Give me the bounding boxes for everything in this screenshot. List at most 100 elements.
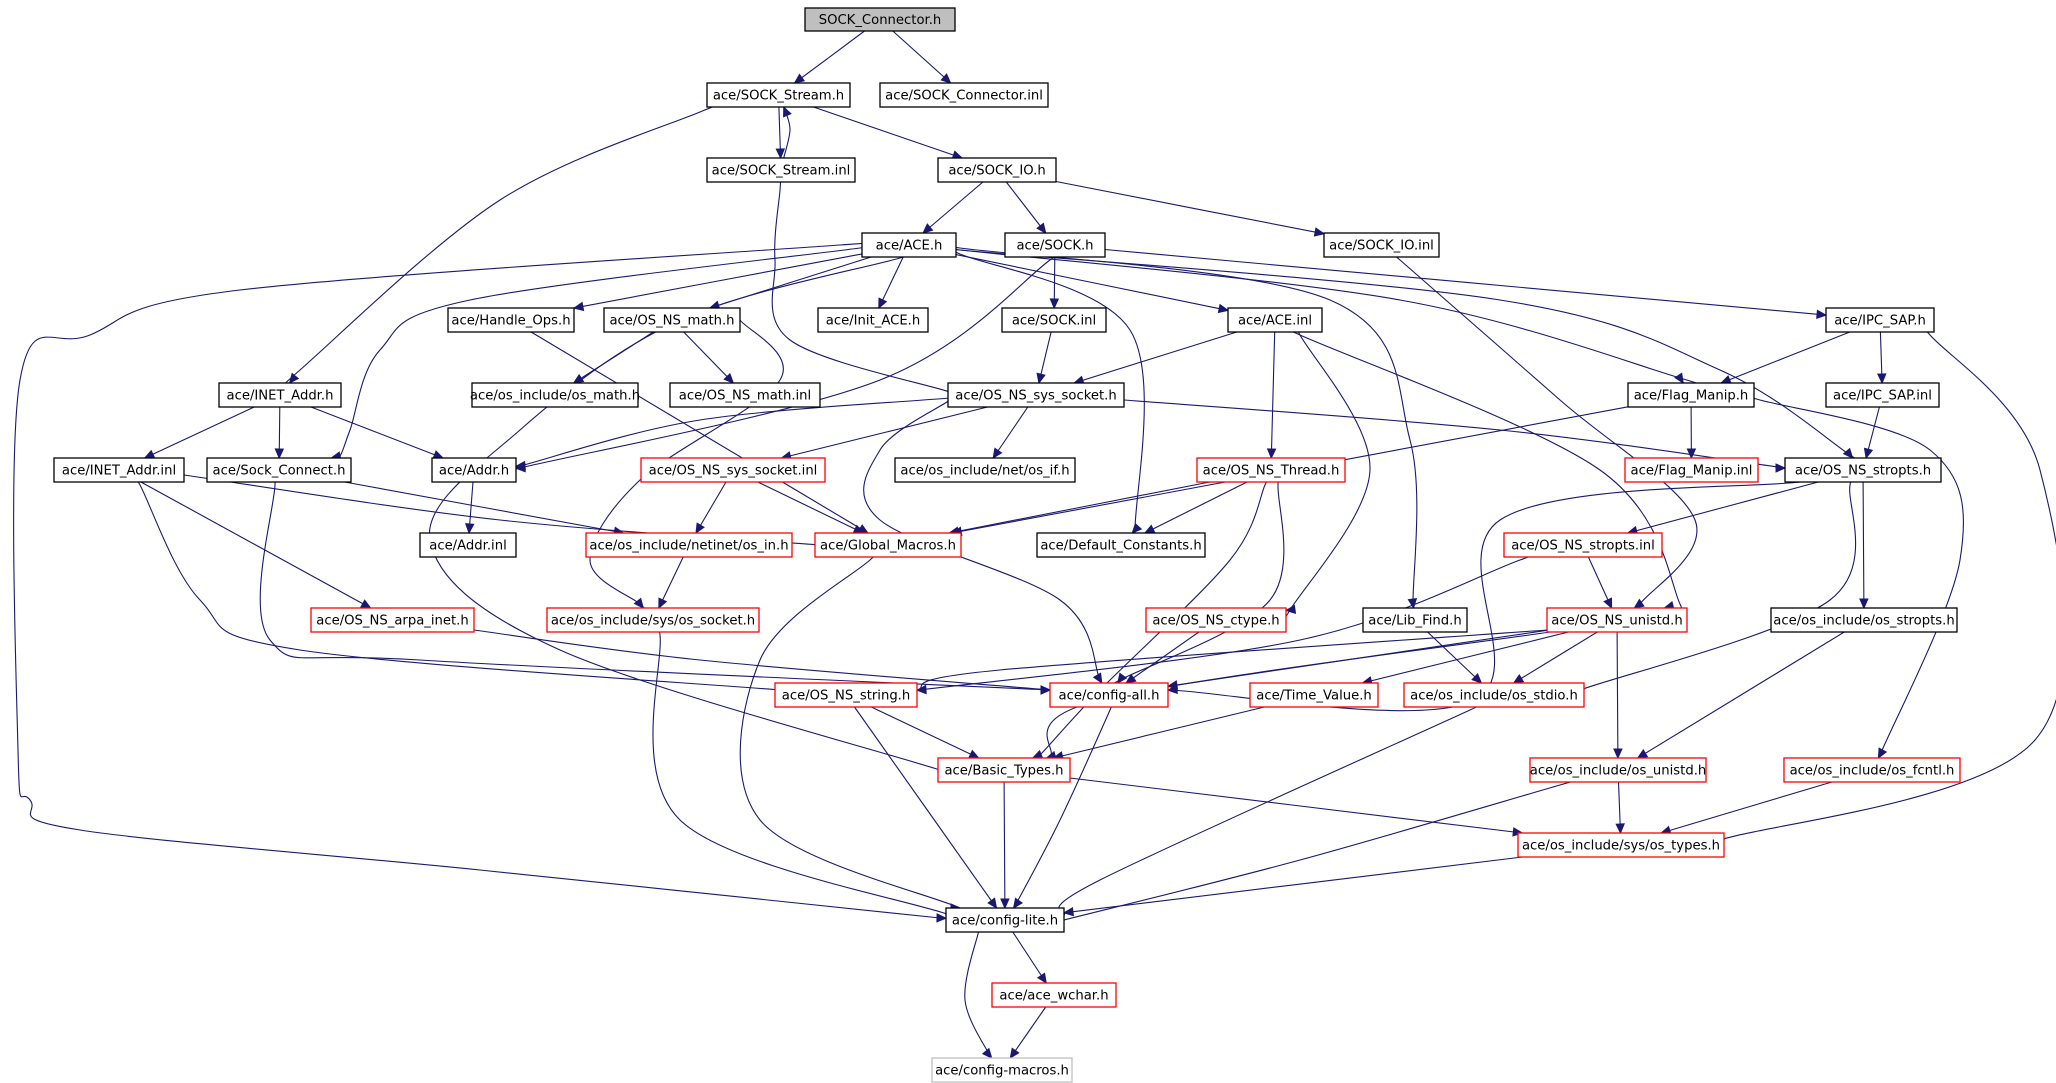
edge-OS_NS_sys_socket_h-to-OS_NS_sys_socket_inl	[780, 406, 988, 461]
edge-arrowhead	[1217, 303, 1230, 314]
edge-arrowhead	[1092, 672, 1103, 685]
node-box	[1004, 232, 1106, 258]
node-os-ns-unistd-h[interactable]: ace/OS_NS_unistd.h	[1546, 607, 1688, 633]
node-label: ace/SOCK_Stream.inl	[712, 164, 851, 179]
edge-arrowhead	[274, 448, 285, 460]
node-box	[1036, 532, 1206, 558]
node-label: ace/ace_wchar.h	[999, 989, 1108, 1004]
edge-Basic_Types_h-to-config_lite_h	[1000, 781, 1010, 910]
edge-arrowhead	[775, 148, 786, 160]
node-init-ace-h[interactable]: ace/Init_ACE.h	[817, 307, 929, 333]
node-sock-io-inl[interactable]: ace/SOCK_IO.inl	[1323, 232, 1440, 258]
edge-Time_Value_h-to-Basic_Types_h	[1052, 706, 1265, 761]
edge-arrowhead	[1049, 298, 1060, 310]
node-lib-find-h[interactable]: ace/Lib_Find.h	[1362, 607, 1468, 633]
edge-arrowhead	[1009, 1047, 1020, 1060]
node-time-value-h[interactable]: ace/Time_Value.h	[1249, 682, 1379, 708]
edge-arrowhead	[936, 913, 948, 923]
node-default-constants-h[interactable]: ace/Default_Constants.h	[1036, 532, 1206, 558]
node-box	[879, 82, 1049, 108]
node-label: ace/os_include/os_stdio.h	[1410, 689, 1578, 704]
node-handle-ops-h[interactable]: ace/Handle_Ops.h	[447, 307, 575, 333]
node-flag-manip-h[interactable]: ace/Flag_Manip.h	[1627, 382, 1755, 408]
node-box	[585, 532, 793, 558]
node-os-math-h[interactable]: ace/os_include/os_math.h	[470, 382, 640, 408]
node-label: ace/Flag_Manip.inl	[1631, 464, 1753, 479]
node-os-socket-h[interactable]: ace/os_include/sys/os_socket.h	[546, 607, 760, 633]
node-basic-types-h[interactable]: ace/Basic_Types.h	[937, 757, 1071, 783]
edge-ACE_inl-to-OS_NS_Thread_h	[1266, 331, 1277, 460]
edge-line	[331, 243, 891, 460]
node-label: ace/Flag_Manip.h	[1634, 389, 1749, 404]
node-sock-stream-inl[interactable]: ace/SOCK_Stream.inl	[706, 157, 856, 183]
node-os-ns-thread-h[interactable]: ace/OS_NS_Thread.h	[1196, 457, 1346, 483]
node-box	[1624, 457, 1759, 483]
node-label: ace/INET_Addr.inl	[62, 464, 176, 479]
edge-line	[1046, 777, 1584, 925]
node-os-unistd-h[interactable]: ace/os_include/os_unistd.h	[1529, 757, 1707, 783]
node-os-types-h[interactable]: ace/os_include/sys/os_types.h	[1517, 832, 1725, 858]
edge-OS_NS_sys_socket_h-to-os_if_h	[992, 406, 1029, 460]
node-inet-addr-inl[interactable]: ace/INET_Addr.inl	[53, 457, 185, 483]
node-addr-h[interactable]: ace/Addr.h	[431, 457, 517, 483]
node-config-all-h[interactable]: ace/config-all.h	[1049, 682, 1169, 708]
edge-line	[771, 181, 962, 397]
edge-Global_Macros_h-to-config_lite_h	[739, 551, 976, 916]
node-os-ns-arpa-inet-h[interactable]: ace/OS_NS_arpa_inet.h	[310, 607, 475, 633]
edge-OS_NS_unistd_h-to-Time_Value_h	[1361, 631, 1569, 686]
node-os-ns-stropts-h[interactable]: ace/OS_NS_stropts.h	[1784, 457, 1942, 483]
node-ace-inl[interactable]: ace/ACE.inl	[1227, 307, 1323, 333]
node-ace-wchar-h[interactable]: ace/ace_wchar.h	[991, 982, 1117, 1008]
node-box	[1403, 682, 1585, 708]
edge-arrowhead	[1720, 375, 1732, 384]
node-ace-h[interactable]: ace/ACE.h	[861, 232, 957, 258]
node-box	[991, 982, 1117, 1008]
node-os-stropts-h[interactable]: ace/os_include/os_stropts.h	[1770, 607, 1958, 633]
node-os-ns-ctype-h[interactable]: ace/OS_NS_ctype.h	[1145, 607, 1287, 633]
node-sock-connect-h[interactable]: ace/Sock_Connect.h	[206, 457, 352, 483]
node-os-if-h[interactable]: ace/os_include/net/os_if.h	[894, 457, 1076, 483]
edge-line	[1063, 856, 1523, 914]
node-ipc-sap-h[interactable]: ace/IPC_SAP.h	[1825, 307, 1935, 333]
node-sock-io-h[interactable]: ace/SOCK_IO.h	[937, 157, 1057, 183]
node-config-macros-h[interactable]: ace/config-macros.h	[931, 1057, 1073, 1083]
node-ipc-sap-inl[interactable]: ace/IPC_SAP.inl	[1825, 382, 1940, 408]
edge-arrowhead	[1143, 524, 1156, 534]
node-label: ace/os_include/sys/os_types.h	[1522, 839, 1720, 854]
edge-arrowhead	[1313, 227, 1326, 237]
edge-SOCK_IO_h-to-ACE_h	[922, 181, 984, 234]
node-box	[706, 157, 856, 183]
node-global-macros-h[interactable]: ace/Global_Macros.h	[814, 532, 962, 558]
node-os-ns-stropts-inl[interactable]: ace/OS_NS_stropts.inl	[1503, 532, 1663, 558]
node-os-stdio-h[interactable]: ace/os_include/os_stdio.h	[1403, 682, 1585, 708]
node-sock-h[interactable]: ace/SOCK.h	[1004, 232, 1106, 258]
node-os-fcntl-h[interactable]: ace/os_include/os_fcntl.h	[1783, 757, 1961, 783]
node-os-ns-sys-socket-inl[interactable]: ace/OS_NS_sys_socket.inl	[640, 457, 826, 483]
node-os-ns-string-h[interactable]: ace/OS_NS_string.h	[774, 682, 918, 708]
node-sock-inl[interactable]: ace/SOCK.inl	[1001, 307, 1107, 333]
edge-arrowhead	[633, 597, 645, 609]
node-box	[1227, 307, 1323, 333]
node-inet-addr-h[interactable]: ace/INET_Addr.h	[218, 382, 342, 408]
node-sock-stream-h[interactable]: ace/SOCK_Stream.h	[706, 82, 851, 108]
edge-arrowhead	[992, 447, 1003, 460]
node-addr-inl[interactable]: ace/Addr.inl	[419, 532, 517, 558]
node-label: ace/Default_Constants.h	[1040, 539, 1201, 554]
node-os-in-h[interactable]: ace/os_include/netinet/os_in.h	[585, 532, 793, 558]
node-flag-manip-inl[interactable]: ace/Flag_Manip.inl	[1624, 457, 1759, 483]
edge-IPC_SAP_h-to-Flag_Manip_h	[1720, 331, 1851, 384]
node-config-lite-h[interactable]: ace/config-lite.h	[945, 907, 1065, 933]
node-sock-connector-inl[interactable]: ace/SOCK_Connector.inl	[879, 82, 1049, 108]
edge-line	[757, 481, 864, 534]
node-os-ns-math-inl[interactable]: ace/OS_NS_math.inl	[669, 382, 821, 408]
node-os-ns-math-h[interactable]: ace/OS_NS_math.h	[603, 307, 741, 333]
node-box	[419, 532, 517, 558]
node-os-ns-sys-socket-h[interactable]: ace/OS_NS_sys_socket.h	[947, 382, 1125, 408]
node-box	[1049, 682, 1169, 708]
node-box	[546, 607, 760, 633]
edge-arrowhead	[1117, 672, 1128, 684]
edge-line	[140, 481, 371, 609]
edge-SOCK_Stream_h-to-SOCK_IO_h	[813, 106, 964, 160]
edge-SOCK_Stream_h-to-SOCK_Stream_inl	[775, 106, 786, 160]
node-box	[804, 7, 956, 32]
